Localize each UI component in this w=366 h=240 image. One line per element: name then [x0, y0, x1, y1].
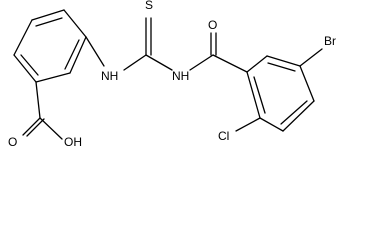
bond-inner	[35, 17, 63, 27]
bond	[145, 54, 173, 71]
bond	[39, 117, 63, 140]
benzoic-acid-ring	[13, 9, 87, 83]
atom-label-chlorine: Cl	[218, 129, 229, 143]
bond	[189, 54, 214, 71]
bond-inner	[253, 76, 266, 114]
atom-label-sulfur: S	[145, 0, 153, 12]
bond-inner	[64, 39, 80, 70]
bond	[123, 54, 147, 71]
atom-label-bromine: Br	[324, 34, 336, 48]
bond	[246, 55, 268, 73]
bond	[266, 55, 301, 67]
bond	[35, 72, 71, 83]
bond	[31, 9, 65, 21]
atom-label-nh-left: NH	[101, 69, 118, 83]
bond	[35, 81, 41, 119]
amide-group	[189, 32, 248, 73]
bond-inner	[267, 62, 296, 72]
atom-label-oxygen-amide: O	[208, 18, 217, 32]
thiourea-linker	[85, 17, 173, 71]
bond	[22, 117, 41, 136]
bond	[69, 36, 87, 74]
bond	[212, 54, 248, 73]
bond	[13, 19, 33, 56]
bond	[85, 36, 105, 67]
atom-label-oxygen-acid: O	[8, 135, 17, 149]
atom-label-hydroxyl: OH	[64, 135, 82, 149]
bond	[235, 117, 261, 132]
bond	[299, 65, 315, 102]
bond	[63, 9, 87, 38]
bond	[282, 100, 315, 132]
bond-inner	[20, 54, 39, 76]
atom-label-nh-right: NH	[172, 69, 189, 83]
bond	[26, 118, 45, 137]
bond	[299, 48, 323, 67]
bond	[259, 117, 284, 132]
bond	[246, 71, 261, 119]
halogen-substituents	[235, 48, 323, 132]
bond	[13, 54, 37, 83]
bromochlorophenyl-ring	[246, 55, 315, 132]
molecule-structure: S O Br NH NH Cl O OH	[8, 0, 336, 149]
bond-inner	[280, 100, 308, 125]
carboxylic-acid-group	[22, 81, 63, 140]
